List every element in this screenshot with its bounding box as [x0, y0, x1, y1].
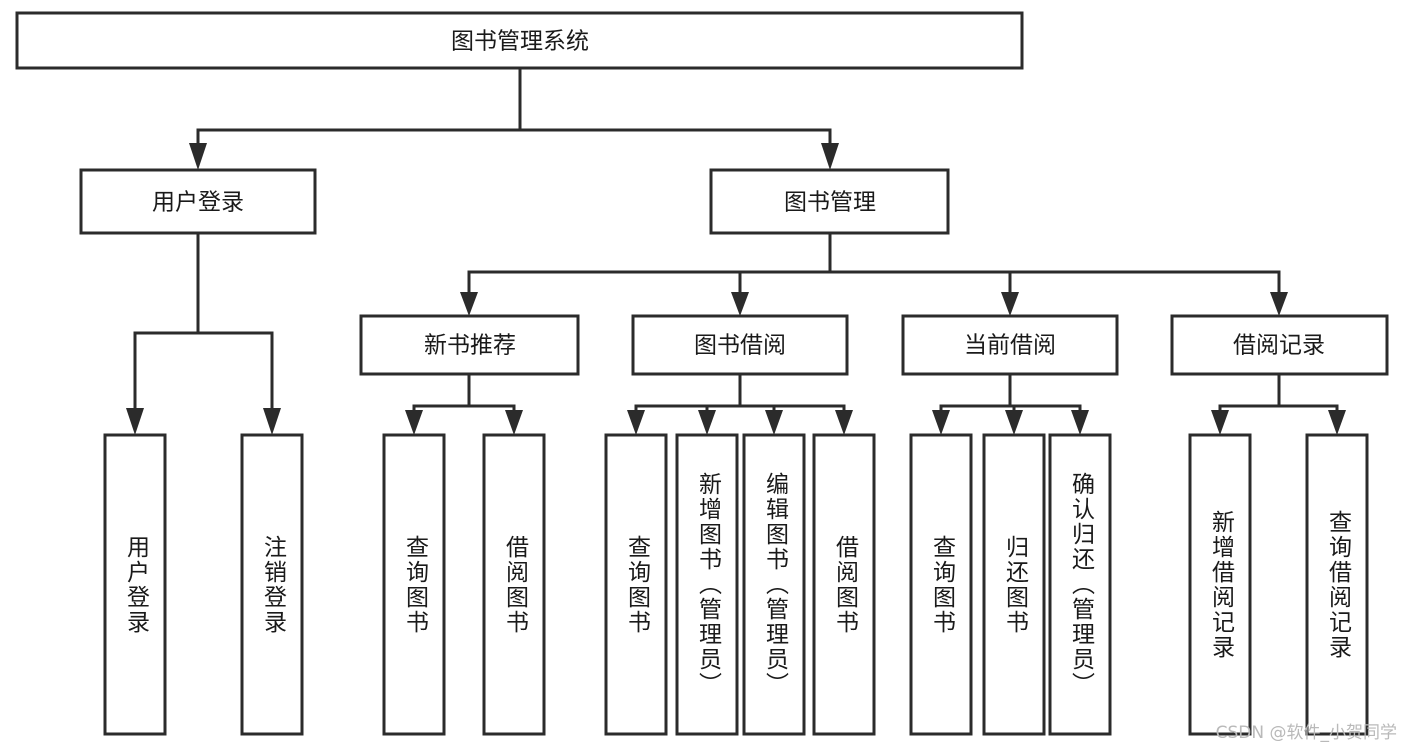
leaf-box-query-book-1[interactable] [382, 433, 446, 736]
node-book-manage-box[interactable] [709, 168, 950, 235]
arrowhead-book-borrow [731, 292, 749, 316]
node-book-borrow[interactable]: 图书借阅 [631, 314, 849, 376]
leaf-box-logout[interactable] [240, 433, 304, 736]
arrowhead-new-book-rec [460, 292, 478, 316]
node-book-manage[interactable]: 图书管理 [709, 168, 950, 235]
node-root-box[interactable] [15, 11, 1024, 70]
leaf-box-add-record[interactable] [1188, 433, 1252, 736]
arrowhead-current-borrow [1001, 292, 1019, 316]
arrowhead-borrow-leaf-2 [698, 410, 716, 435]
leaf-box-borrow-book-1[interactable] [482, 433, 546, 736]
node-borrow-record-label: 借阅记录 [1233, 333, 1325, 359]
leaf-box-layer [103, 433, 1369, 736]
node-root[interactable]: 图书管理系统 [15, 11, 1024, 70]
arrowhead-user-login [189, 143, 207, 170]
node-book-manage-label: 图书管理 [784, 190, 876, 216]
node-root-label: 图书管理系统 [451, 29, 589, 55]
leaf-box-query-book-2[interactable] [604, 433, 668, 736]
arrowhead-record-leaf-1 [1211, 410, 1229, 435]
leaf-box-edit-book-admin[interactable] [742, 433, 806, 736]
connector-layer [126, 66, 1346, 435]
leaf-box-return-book[interactable] [982, 433, 1046, 736]
node-book-borrow-label: 图书借阅 [694, 333, 786, 359]
node-current-borrow[interactable]: 当前借阅 [901, 314, 1119, 376]
arrowhead-book-manage [821, 143, 839, 170]
leaf-box-confirm-return[interactable] [1048, 433, 1112, 736]
arrowhead-borrow-leaf-4 [835, 410, 853, 435]
arrowhead-leaf-user-login [126, 408, 144, 435]
arrowhead-record-leaf-2 [1328, 410, 1346, 435]
node-book-borrow-box[interactable] [631, 314, 849, 376]
leaf-box-user-login[interactable] [103, 433, 167, 736]
arrowhead-borrow-leaf-1 [627, 410, 645, 435]
arrowhead-newbook-leaf-1 [405, 410, 423, 435]
node-new-book-recommend-box[interactable] [359, 314, 580, 376]
node-new-book-recommend-label: 新书推荐 [424, 333, 516, 359]
arrowhead-borrow-leaf-3 [765, 410, 783, 435]
node-user-login-box[interactable] [79, 168, 317, 235]
arrowhead-newbook-leaf-2 [505, 410, 523, 435]
leaf-box-query-book-3[interactable] [909, 433, 973, 736]
watermark-text: CSDN @软件_小贺同学 [1215, 723, 1397, 743]
leaf-box-borrow-book-2[interactable] [812, 433, 876, 736]
arrowhead-current-leaf-3 [1071, 410, 1089, 435]
arrowhead-borrow-record [1270, 292, 1288, 316]
node-user-login-label: 用户登录 [152, 190, 244, 216]
arrowhead-leaf-logout [263, 408, 281, 435]
node-current-borrow-box[interactable] [901, 314, 1119, 376]
leaf-box-add-book-admin[interactable] [675, 433, 739, 736]
arrowhead-current-leaf-2 [1005, 410, 1023, 435]
node-current-borrow-label: 当前借阅 [964, 333, 1056, 359]
node-borrow-record-box[interactable] [1170, 314, 1389, 376]
leaf-box-query-record[interactable] [1305, 433, 1369, 736]
node-user-login[interactable]: 用户登录 [79, 168, 317, 235]
node-new-book-recommend[interactable]: 新书推荐 [359, 314, 580, 376]
arrowhead-current-leaf-1 [932, 410, 950, 435]
node-borrow-record[interactable]: 借阅记录 [1170, 314, 1389, 376]
